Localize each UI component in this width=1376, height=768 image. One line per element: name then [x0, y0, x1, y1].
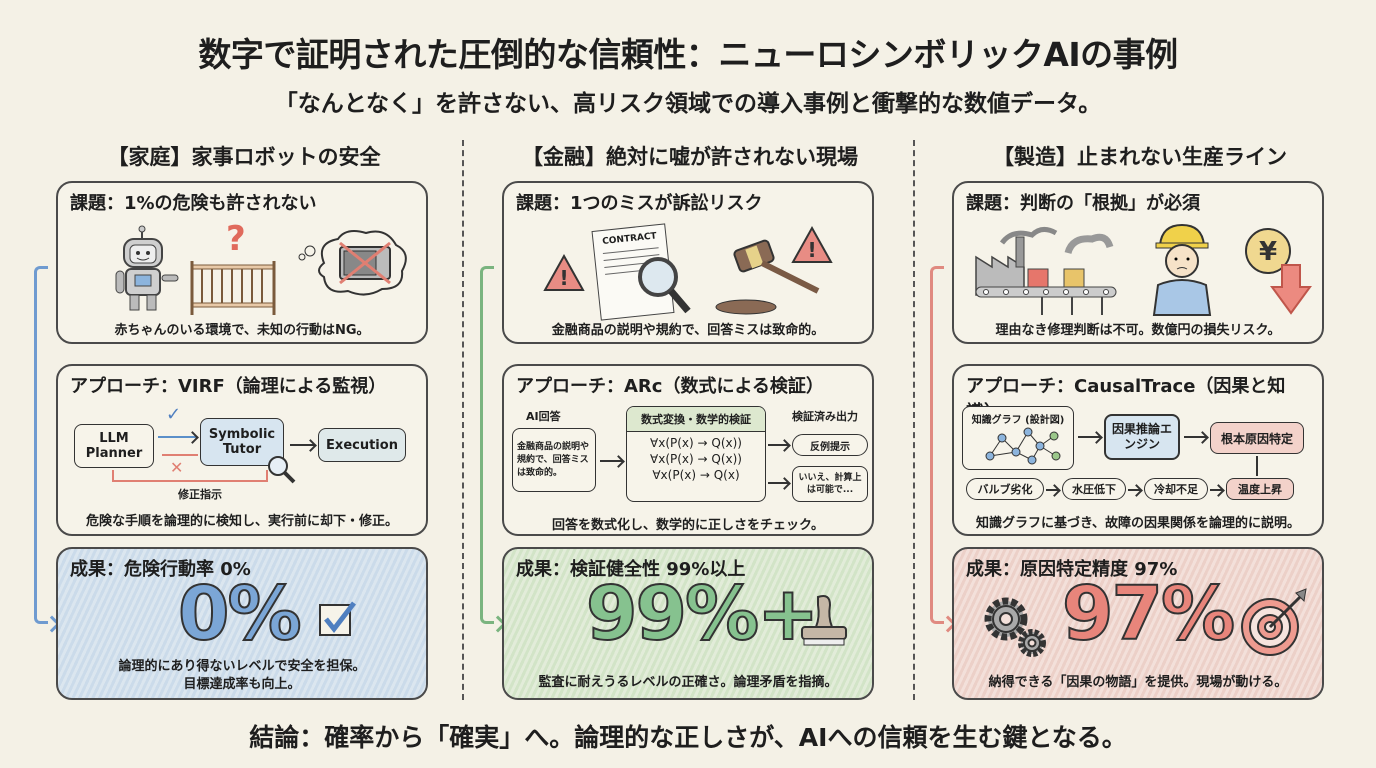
column-home: 【家庭】家事ロボットの安全 課題：1%の危険も許されない ?: [34, 138, 434, 708]
result-value: 97%: [1061, 570, 1236, 658]
problem-caption: 赤ちゃんのいる環境で、未知の行動はNG。: [114, 323, 370, 338]
page-title: 数字で証明された圧倒的な信頼性：ニューロシンボリックAIの事例: [198, 35, 1178, 74]
warning-icon: !: [543, 253, 585, 291]
svg-text:!: !: [559, 266, 568, 290]
column-divider: [462, 140, 464, 700]
output-box: 反例提示: [792, 434, 868, 456]
column-divider: [913, 140, 915, 700]
approach-heading: アプローチ：ARc（数式による検証）: [516, 376, 824, 397]
flow-arrow: [1046, 489, 1058, 491]
check-icon: ✓: [166, 404, 182, 425]
question-mark-icon: ?: [226, 219, 246, 259]
result-heading: 成果：原因特定精度 97%: [966, 559, 1178, 580]
chain-step: 水圧低下: [1062, 478, 1126, 500]
flow-connector: [480, 266, 507, 633]
flow-arrow: [1184, 436, 1206, 438]
result-card: 成果：原因特定精度 97% 97% 納得できる「因果の物語」を提供。現場が動ける…: [952, 547, 1324, 700]
flow-arrow: [768, 444, 788, 446]
ai-answer-box: 金融商品の説明や規約で、回答ミスは致命的。: [512, 428, 596, 492]
result-heading: 成果：検証健全性 99%以上: [516, 559, 746, 580]
result-caption-2: 目標達成率も向上。: [183, 677, 301, 692]
execution-node: Execution: [318, 428, 406, 462]
output-label: 検証済み出力: [792, 410, 858, 423]
result-heading: 成果：危険行動率 0%: [70, 559, 251, 580]
checkbox-icon: [319, 601, 356, 636]
approach-card: アプローチ：VIRF（論理による監視） LLM Planner ✓ ✕ Symb…: [56, 364, 428, 536]
result-value: 0%: [177, 570, 303, 658]
microwave-crossed-icon: [298, 230, 407, 296]
knowledge-graph-icon: [985, 427, 1061, 465]
cross-icon: ✕: [170, 458, 184, 477]
problem-heading: 課題：判断の「根拠」が必須: [966, 193, 1200, 214]
execute-arrow: [290, 444, 314, 446]
gavel-icon: [715, 239, 820, 315]
feedback-label: 修正指示: [178, 488, 222, 501]
result-caption: 納得できる「因果の物語」を提供。現場が動ける。: [988, 675, 1288, 690]
problem-caption: 金融商品の説明や規約で、回答ミスは致命的。: [551, 323, 825, 338]
output-box: いいえ、計算上は可能で...: [792, 466, 868, 502]
magnifier-icon: [268, 456, 296, 484]
factory-icon: [975, 227, 1117, 315]
column-title: 【製造】止まれない生産ライン: [993, 145, 1287, 169]
column-title: 【家庭】家事ロボットの安全: [107, 145, 381, 169]
flow-connector: [930, 266, 957, 633]
approach-card: アプローチ：CausalTrace（因果と知識） 知識グラフ (設計図) 因果推…: [952, 364, 1324, 536]
result-value: 99%+: [585, 570, 820, 658]
crib-icon: [190, 261, 276, 315]
flow-arrow: [600, 460, 622, 462]
chain-step: 冷却不足: [1144, 478, 1208, 500]
svg-text:!: !: [807, 238, 816, 262]
approach-caption: 回答を数式化し、数学的に正しさをチェック。: [552, 518, 824, 533]
svg-text:¥: ¥: [1259, 237, 1277, 267]
chain-step: 温度上昇: [1226, 478, 1294, 500]
causal-engine-node: 因果推論エンジン: [1104, 414, 1180, 460]
reject-arrow: [162, 454, 198, 456]
result-card: 成果：検証健全性 99%以上 99%+ 監査に耐えうるレベルの正確さ。論理矛盾を…: [502, 547, 874, 700]
approach-card: アプローチ：ARc（数式による検証） AI回答 金融商品の説明や規約で、回答ミス…: [502, 364, 874, 536]
problem-heading: 課題：1つのミスが訴訟リスク: [516, 193, 763, 214]
root-cause-node: 根本原因特定: [1210, 422, 1304, 454]
flow-arrow: [1078, 436, 1100, 438]
chain-step: バルブ劣化: [966, 478, 1044, 500]
flow-arrow: [1210, 489, 1222, 491]
formula-line: ∀x(P(x) → Q(x)): [650, 452, 742, 466]
gears-icon: [984, 597, 1046, 657]
stamp-icon: [801, 595, 847, 646]
formula-line: ∀x(P(x) → Q(x): [652, 468, 740, 482]
approve-arrow: [158, 436, 196, 438]
conclusion: 結論：確率から「確実」へ。論理的な正しさが、AIへの信頼を生む鍵となる。: [249, 723, 1127, 752]
problem-caption: 理由なき修理判断は不可。数億円の損失リスク。: [995, 323, 1281, 338]
warning-icon: !: [791, 225, 833, 263]
worker-icon: [1152, 223, 1212, 316]
approach-caption: 危険な手順を論理的に検知し、実行前に却下・修正。: [85, 514, 398, 529]
result-caption-1: 論理的にあり得ないレベルで安全を担保。: [118, 659, 366, 674]
result-card: 成果：危険行動率 0% 0% 論理的にあり得ないレベルで安全を担保。 目標達成率…: [56, 547, 428, 700]
robot-icon: [115, 225, 179, 311]
flow-arrow: [1128, 489, 1140, 491]
flow-connector: [34, 266, 61, 633]
input-label: AI回答: [526, 410, 561, 423]
result-caption: 監査に耐えうるレベルの正確さ。論理矛盾を指摘。: [538, 675, 838, 690]
column-finance: 【金融】絶対に嘘が許されない現場 課題：1つのミスが訴訟リスク ! CONTRA…: [480, 138, 880, 708]
problem-card: 課題：1つのミスが訴訟リスク ! CONTRACT ! 金融商品の説明や規約で、…: [502, 181, 874, 344]
verification-header: 数式変換・数学的検証: [627, 407, 765, 432]
verification-box: 数式変換・数学的検証 ∀x(P(x) → Q(x)) ∀x(P(x) → Q(x…: [626, 406, 766, 502]
approach-caption: 知識グラフに基づき、故障の因果関係を論理的に説明。: [975, 516, 1301, 531]
column-title: 【金融】絶対に嘘が許されない現場: [522, 145, 858, 169]
down-arrow: [1256, 456, 1258, 476]
flow-arrow: [768, 482, 788, 484]
column-manufacturing: 【製造】止まれない生産ライン 課題：判断の「根拠」が必須 ¥: [930, 138, 1330, 708]
magnifier-icon: [638, 257, 691, 314]
problem-heading: 課題：1%の危険も許されない: [70, 193, 317, 214]
formula-line: ∀x(P(x) → Q(x)): [650, 436, 742, 450]
problem-card: 課題：判断の「根拠」が必須 ¥ 理由なき修理判断は不可。数億円の損失リスク。: [952, 181, 1324, 344]
target-icon: [1241, 588, 1307, 656]
approach-heading: アプローチ：VIRF（論理による監視）: [70, 376, 387, 397]
symbolic-tutor-node: Symbolic Tutor: [200, 418, 284, 466]
yen-down-icon: ¥: [1245, 228, 1312, 315]
feedback-loop-line: [112, 470, 268, 482]
problem-card: 課題：1%の危険も許されない ? 赤ちゃんのいる環境で、未: [56, 181, 428, 344]
page-subtitle: 「なんとなく」を許さない、高リスク領域での導入事例と衝撃的な数値データ。: [274, 91, 1102, 117]
llm-planner-node: LLM Planner: [74, 424, 154, 468]
